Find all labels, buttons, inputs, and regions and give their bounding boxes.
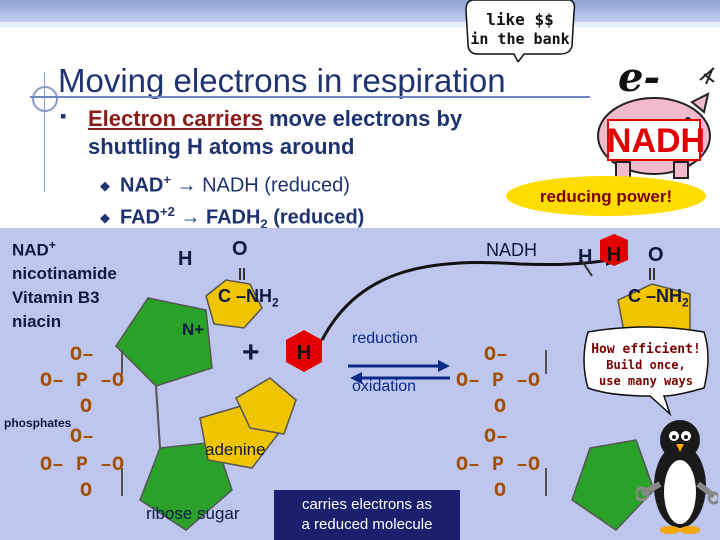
phosphate-o: O — [80, 396, 93, 419]
nicotinamide-o: O — [232, 238, 248, 260]
nicotinamide-c-nh2: C –NH2 — [218, 286, 279, 310]
diamond-bullet-icon: ◆ — [100, 178, 110, 193]
bank-callout — [465, 0, 576, 62]
nicotinamide-label: nicotinamide — [12, 264, 117, 283]
carries-line2: a reduced molecule — [301, 516, 433, 533]
title-rule — [30, 96, 590, 98]
nadh-h-left: H — [578, 246, 593, 268]
c-nh-text: C –NH — [218, 286, 273, 306]
phosphate-o-minus: O– — [70, 426, 95, 449]
phosphate-o: O — [494, 396, 507, 419]
reducing-power-text: reducing power! — [539, 187, 673, 206]
bank-note-line2: in the bank — [470, 30, 570, 48]
fad-product: FADH — [205, 206, 261, 229]
vertical-rule — [44, 72, 45, 192]
arrow-icon: → — [176, 174, 197, 197]
efficient-line2: Build once, — [606, 358, 686, 372]
page-title: Moving electrons in respiration — [58, 62, 506, 99]
sub-bullet-nad: NAD+ → NADH (reduced) — [120, 172, 350, 198]
nad-product: NADH (reduced) — [202, 174, 350, 197]
phosphate-row: O– P –O — [40, 370, 125, 393]
plus-sign: + — [242, 336, 260, 369]
diamond-bullet-icon: ◆ — [100, 210, 110, 225]
reduction-label: reduction — [352, 330, 418, 347]
efficient-line3: use many ways — [599, 374, 693, 388]
header-bar — [0, 0, 720, 22]
phosphate-o-minus: O– — [484, 426, 509, 449]
phosphate-row: O– P –O — [40, 454, 125, 477]
phosphate-o-minus: O– — [70, 344, 95, 367]
nicotinamide-h: H — [178, 248, 193, 270]
vitamin-b3-label: Vitamin B3 — [12, 288, 100, 307]
bullet-line2: shuttling H atoms around — [88, 134, 355, 159]
nadh-c-nh2: C –NH2 — [628, 286, 689, 310]
electron-badge: e- — [618, 54, 661, 101]
fad-product-sub: 2 — [260, 216, 268, 232]
nadh-badge: NADH — [606, 122, 706, 160]
carries-line1: carries electrons as — [301, 496, 433, 513]
fad-sup: +2 — [160, 204, 175, 219]
fad-suffix: (reduced) — [267, 206, 365, 229]
phosphate-o: O — [494, 480, 507, 503]
c-nh-sub: 2 — [272, 295, 279, 310]
bullet-line1: Electron carriers move electrons by — [88, 106, 462, 132]
adenine-label: adenine — [205, 440, 266, 459]
penguin-mechanic-icon — [636, 420, 718, 534]
nad-structure-diagram — [115, 234, 691, 531]
nad-text-sup: + — [48, 238, 56, 252]
phosphate-o-minus: O– — [484, 344, 509, 367]
reducing-power-badge — [506, 176, 706, 216]
oxidation-label: oxidation — [352, 378, 417, 395]
nadh-h-badge: H — [606, 244, 622, 266]
phosphate-o: O — [80, 480, 93, 503]
nadh-c-nh-text: C –NH — [628, 286, 683, 306]
piggy-bank-illustration — [597, 67, 715, 179]
phosphates-label: phosphates — [4, 416, 72, 430]
carries-electrons-box — [274, 490, 460, 540]
hydrogen-badge: H — [296, 342, 312, 364]
nad-base: NAD — [120, 174, 164, 197]
nadh-label: NADH — [486, 240, 538, 260]
crosshair-ornament — [32, 86, 58, 112]
ribose-sugar-label: ribose sugar — [146, 504, 240, 523]
n-plus-label: N+ — [182, 320, 205, 339]
nad-sup: + — [163, 172, 171, 187]
bank-note-line1: like $$ — [486, 10, 554, 29]
efficient-line1: How efficient! — [591, 342, 701, 357]
efficient-bubble — [583, 326, 709, 416]
nadh-c-nh-sub: 2 — [682, 295, 689, 310]
phosphate-row: O– P –O — [456, 370, 541, 393]
niacin-label: niacin — [12, 312, 62, 331]
square-bullet-icon: ▪ — [60, 106, 67, 126]
sub-bullet-fad: FAD+2 → FADH2 (reduced) — [120, 204, 364, 232]
nad-label: NAD+ — [12, 238, 56, 261]
bullet-rest: move electrons by — [262, 106, 463, 131]
phosphate-row: O– P –O — [456, 454, 541, 477]
header-stripe — [0, 22, 720, 27]
nad-text: NAD — [12, 240, 49, 260]
bullet-keyword: Electron carriers — [88, 106, 263, 131]
fad-base: FAD — [120, 206, 160, 229]
arrow-icon: → — [180, 206, 201, 229]
nadh-o: O — [648, 244, 664, 266]
